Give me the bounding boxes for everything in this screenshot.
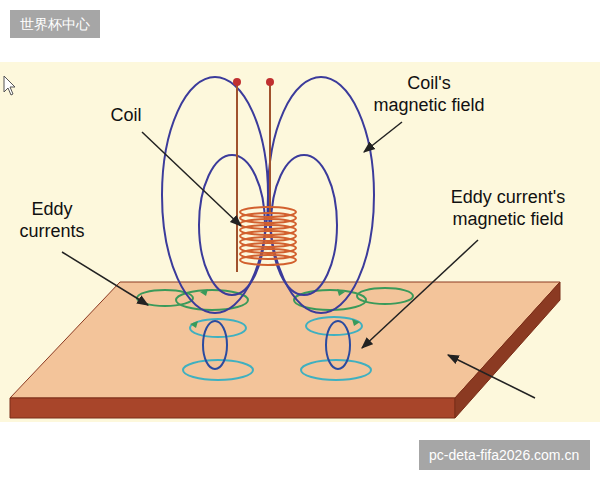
coil-field-lines (162, 77, 374, 313)
watermark-box: pc-deta-fifa2026.com.cn (419, 440, 590, 470)
background-panel (0, 62, 600, 422)
part-label: Eddy currents (4, 198, 100, 242)
coil-lead (236, 82, 238, 272)
watermark-text: 世界杯中心 (20, 15, 90, 33)
terminal-dot (266, 78, 274, 86)
plate-side (455, 282, 560, 418)
plate-front (10, 398, 455, 418)
part-label: Coil's magnetic field (370, 72, 488, 116)
coil-winding (240, 207, 296, 265)
watermark-text: pc-deta-fifa2026.com.cn (429, 446, 579, 464)
eddy-loops (137, 288, 413, 380)
terminal-dot (233, 78, 241, 86)
cursor-icon (4, 76, 15, 95)
part-label: Eddy current's magnetic field (436, 186, 580, 230)
watermark-box: 世界杯中心 (10, 10, 100, 38)
coil-lead (269, 82, 271, 212)
part-label: Coil (102, 104, 150, 126)
leader-lines (62, 122, 535, 398)
